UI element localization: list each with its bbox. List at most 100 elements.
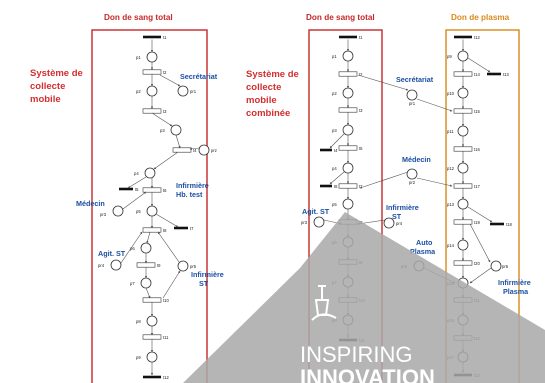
- place-label-p1: p1: [136, 55, 141, 60]
- arc: [175, 134, 181, 149]
- place-p10: [457, 87, 469, 99]
- transition-label-t10: t10: [163, 298, 169, 303]
- resource-pr1: [177, 85, 189, 97]
- arc: [329, 133, 345, 149]
- place-label-p10: p10: [447, 91, 455, 96]
- place-p2: [342, 87, 354, 99]
- transition-label-t6: t6: [334, 184, 338, 189]
- resource-pr2: [406, 168, 418, 180]
- transition-label-t1: t1: [163, 35, 167, 40]
- transition-t4: [320, 148, 332, 152]
- plasma-net-box: [445, 29, 520, 383]
- middle-title: Don de sang total: [306, 13, 375, 22]
- transition-label-t9: t9: [157, 263, 161, 268]
- transition-label-t5: t5: [359, 146, 363, 151]
- combined-infirmiere-st-label-2: ST: [392, 212, 402, 221]
- combined-agit-st-label: Agit. ST: [302, 207, 330, 216]
- infirmiere-plasma-label-1: Infirmière: [498, 278, 531, 287]
- transition-label-t2: t2: [163, 70, 167, 75]
- arc: [151, 112, 173, 127]
- left-medecin-label: Médecin: [76, 199, 105, 208]
- transition-label-t15: t15: [474, 109, 480, 114]
- arc: [162, 270, 181, 299]
- left-infirmiere-st-label-2: ST: [199, 279, 209, 288]
- svg-text:collecte: collecte: [30, 81, 65, 92]
- place-label-p5: p5: [136, 209, 141, 214]
- arc: [145, 287, 151, 299]
- place-label-p3: p3: [332, 128, 337, 133]
- svg-text:Système de: Système de: [246, 69, 299, 80]
- place-label-p1: p1: [332, 54, 337, 59]
- infirmiere-plasma-label-2: Plasma: [503, 287, 529, 296]
- place-p3: [170, 124, 182, 136]
- watermark-shape: [183, 212, 545, 383]
- transition-label-t4: t4: [193, 148, 197, 153]
- place-p1: [146, 51, 158, 63]
- resource-label-pr4: pr4: [98, 263, 105, 268]
- left-secretariat-label: Secrétariat: [180, 72, 218, 81]
- place-label-p4: p4: [134, 171, 139, 176]
- resource-pr4: [383, 217, 395, 229]
- middle-system-label: Système de collecte mobile combinée: [246, 69, 299, 119]
- arc: [329, 171, 345, 185]
- transition-label-t12: t12: [163, 375, 169, 380]
- place-p14: [457, 239, 469, 251]
- left-infirmiere-hb-label-1: Infirmière: [176, 181, 209, 190]
- transition-t5: [338, 145, 358, 151]
- transition-t2: [338, 71, 358, 77]
- place-p9: [457, 50, 469, 62]
- transition-label-t11: t11: [163, 335, 169, 340]
- transition-t14: [453, 71, 473, 77]
- watermark-line-1: INSPIRING: [300, 342, 412, 367]
- transition-t16: [453, 146, 473, 152]
- arc: [357, 74, 409, 91]
- arc: [416, 177, 453, 187]
- place-p11: [457, 125, 469, 137]
- transition-t10: [142, 297, 162, 303]
- arc: [120, 231, 143, 264]
- transition-t1: [143, 35, 161, 39]
- transition-label-t17: t17: [474, 184, 480, 189]
- right-title: Don de plasma: [451, 13, 510, 22]
- left-petri-net: t1p1t2p2t3p3t4p4t6t5p5t7t8p6t9p7t10p8t11…: [98, 35, 217, 380]
- place-label-p6: p6: [130, 246, 135, 251]
- resource-pr1: [406, 89, 418, 101]
- transition-t3: [142, 108, 162, 114]
- combined-infirmiere-st-label-1: Infirmière: [386, 203, 419, 212]
- left-agit-st-label: Agit. ST: [98, 249, 126, 258]
- resource-pr6: [490, 260, 502, 272]
- transition-label-t1: t1: [359, 35, 363, 40]
- resource-pr5: [177, 260, 189, 272]
- resource-label-pr3: pr3: [301, 220, 308, 225]
- resource-label-pr2: pr2: [409, 180, 416, 185]
- transition-label-t7: t7: [190, 226, 194, 231]
- transition-label-t12: t12: [474, 35, 480, 40]
- resource-label-pr5: pr5: [190, 264, 197, 269]
- watermark: INSPIRING INNOVATION: [183, 212, 545, 383]
- place-label-p9: p9: [447, 54, 452, 59]
- transition-t18: [490, 222, 504, 226]
- place-label-p2: p2: [332, 91, 337, 96]
- left-infirmiere-hb-label-2: Hb. test: [176, 190, 203, 199]
- auto-plasma-label-2: Plasma: [410, 247, 436, 256]
- transition-t7: [174, 226, 188, 230]
- place-p5: [146, 205, 158, 217]
- svg-text:collecte: collecte: [246, 82, 281, 93]
- place-label-p7: p7: [130, 281, 135, 286]
- place-label-p9: p9: [136, 355, 141, 360]
- svg-text:Système de: Système de: [30, 68, 83, 79]
- transition-label-t16: t16: [474, 147, 480, 152]
- place-p9: [146, 351, 158, 363]
- place-p7: [140, 277, 152, 289]
- transition-t12: [143, 375, 161, 379]
- left-system-label: Système de collecte mobile: [30, 68, 83, 105]
- resource-label-pr4: pr4: [396, 221, 403, 226]
- transition-label-t8: t8: [163, 228, 167, 233]
- arc: [469, 267, 492, 284]
- combined-secretariat-label: Secrétariat: [396, 75, 434, 84]
- place-p4: [342, 162, 354, 174]
- watermark-torch-icon: [311, 285, 337, 321]
- place-p2: [146, 85, 158, 97]
- transition-label-t4: t4: [334, 148, 338, 153]
